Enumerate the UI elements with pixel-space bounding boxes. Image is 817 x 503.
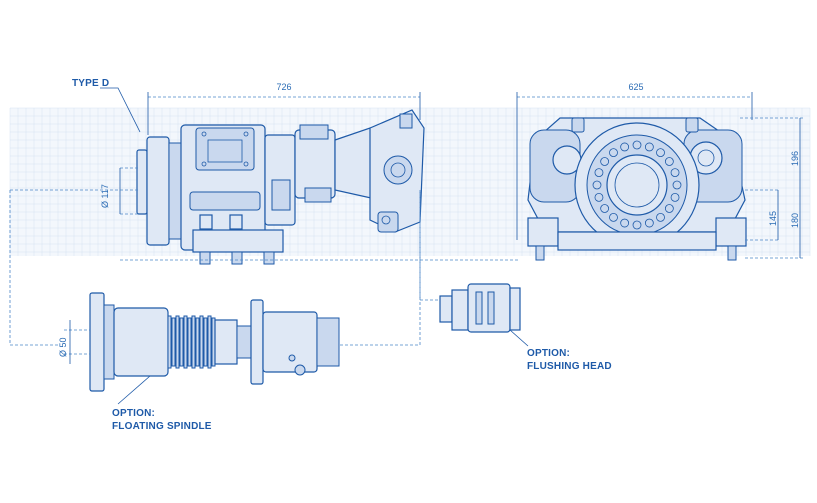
bolt-hole [620, 142, 630, 152]
spline-tooth [171, 317, 176, 367]
spline-tooth [167, 315, 172, 369]
spline-tooth [183, 315, 188, 369]
connector-lines [9, 189, 520, 346]
bolt-hole [664, 157, 674, 166]
flushing-head-option: OPTION: FLUSHING HEAD [439, 283, 612, 372]
flushing-label-2: FLUSHING HEAD [527, 361, 612, 372]
bolt-hole [620, 218, 630, 228]
bolt-hole [592, 180, 602, 190]
dim-145: 145 [768, 211, 778, 226]
bolt-hole [672, 180, 682, 190]
spline-tooth [195, 317, 200, 367]
side-view-assembly: 726 TYPE D [72, 78, 425, 265]
dim-196: 196 [790, 151, 800, 166]
dim-625: 625 [628, 82, 643, 92]
spline-tooth [207, 315, 212, 369]
spline-tooth [203, 317, 208, 367]
bolt-hole [600, 157, 610, 166]
front-view-assembly: 625 196 145 180 [516, 82, 805, 261]
bolt-hole [600, 204, 610, 213]
floating-label-1: OPTION: [112, 408, 155, 419]
bolt-hole [664, 204, 674, 213]
bolt-hole [594, 192, 604, 202]
flushing-label-1: OPTION: [527, 348, 570, 359]
bolt-hole [644, 142, 654, 152]
bolt-hole [632, 140, 642, 150]
bolt-hole [670, 192, 680, 202]
spline-tooth [175, 315, 180, 369]
bolt-hole [632, 220, 642, 230]
dim-117: Ø 117 [100, 184, 110, 208]
floating-spindle-option: Ø 50 OPTION: FLOATING SPINDLE [58, 292, 340, 432]
bolt-hole [656, 212, 665, 222]
spline-tooth [179, 317, 184, 367]
spline-tooth [187, 317, 192, 367]
bolt-hole [609, 148, 618, 158]
spline-tooth [199, 315, 204, 369]
bolt-hole [594, 168, 604, 178]
dim-726: 726 [276, 82, 291, 92]
bolt-hole [670, 168, 680, 178]
dim-50: Ø 50 [58, 337, 68, 357]
bolt-hole [656, 148, 665, 158]
bolt-hole [609, 212, 618, 222]
type-label: TYPE D [72, 78, 109, 89]
bolt-hole [644, 218, 654, 228]
floating-label-2: FLOATING SPINDLE [112, 421, 212, 432]
dim-180: 180 [790, 213, 800, 228]
spline-tooth [191, 315, 196, 369]
